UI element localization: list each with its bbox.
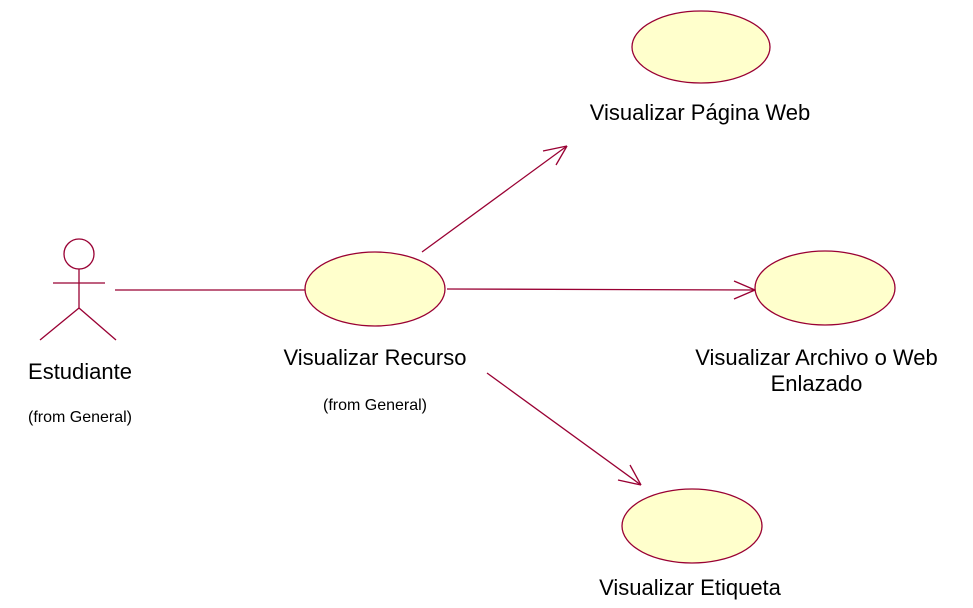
usecase-archivo-label-line1: Visualizar Archivo o Web [695, 345, 938, 370]
usecase-recurso-package-label: (from General) [322, 397, 428, 414]
actor-estudiante-icon[interactable] [39, 238, 117, 341]
dependency-recurso-archivo[interactable] [446, 280, 756, 300]
usecase-archivo-label: Visualizar Archivo o Web Enlazado [660, 345, 973, 397]
dependency-recurso-etiqueta[interactable] [486, 372, 642, 486]
arrowhead [542, 145, 568, 152]
arrowhead [617, 479, 642, 486]
usecase-recurso-label: Visualizar Recurso [283, 345, 467, 370]
usecase-visualizar-recurso[interactable] [304, 251, 446, 327]
arrowhead [733, 280, 756, 291]
actor-package-label: (from General) [27, 409, 133, 426]
usecase-visualizar-pagina-web[interactable] [631, 10, 771, 84]
arrowhead [555, 145, 568, 166]
actor-head [63, 238, 95, 270]
actor-right-leg [78, 307, 117, 341]
usecase-etiqueta-label: Visualizar Etiqueta [599, 575, 781, 600]
usecase-visualizar-etiqueta[interactable] [621, 488, 763, 564]
actor-left-leg [39, 307, 80, 341]
dependency-recurso-pagina[interactable] [421, 145, 568, 253]
arrowhead [629, 464, 642, 486]
arrowhead [733, 289, 756, 300]
usecase-visualizar-archivo[interactable] [754, 250, 896, 326]
actor-name-label: Estudiante [28, 359, 132, 384]
usecase-archivo-label-line2: Enlazado [770, 371, 863, 396]
usecase-pagina-label: Visualizar Página Web [589, 100, 811, 125]
